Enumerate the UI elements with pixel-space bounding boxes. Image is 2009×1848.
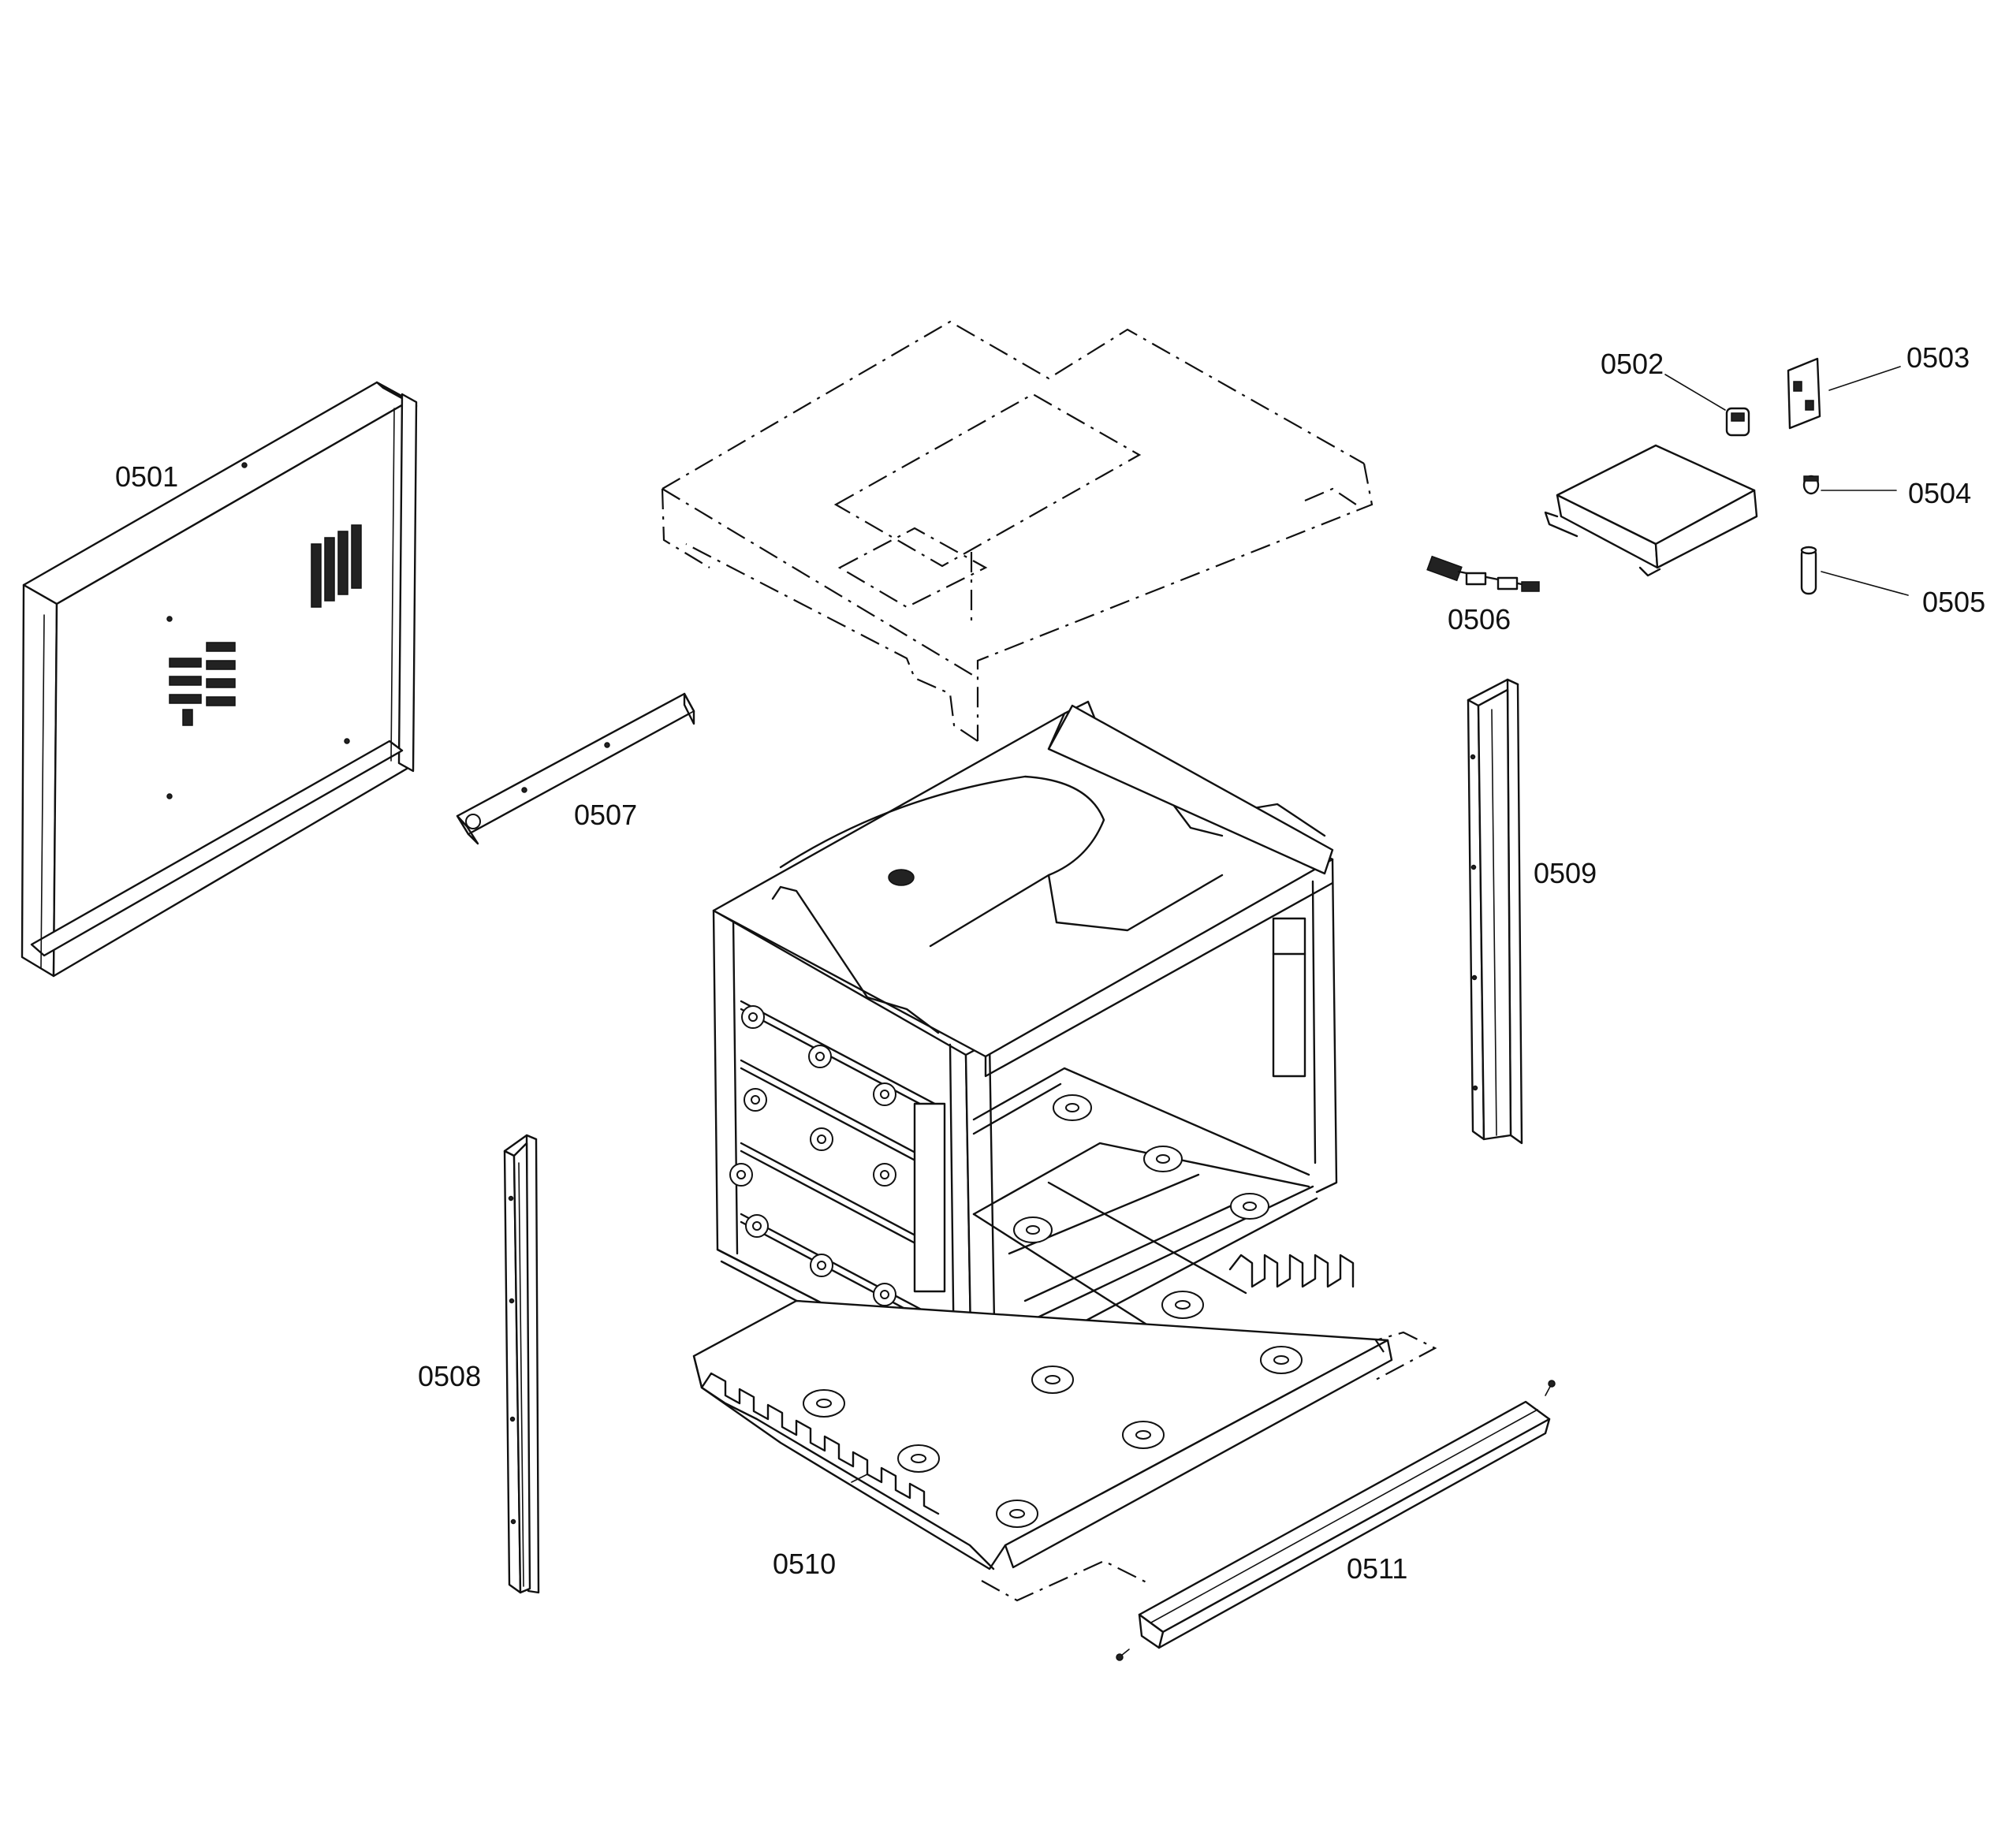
part-0511-front-trim-strip — [1116, 1380, 1556, 1661]
part-0510-bottom-panel — [692, 1254, 1437, 1602]
part-0508-left-side-trim — [503, 1134, 540, 1594]
part-labels: 0501 0502 0503 0504 0505 0506 0507 0508 … — [115, 341, 1985, 1585]
part-0506-wire-harness — [1426, 555, 1540, 592]
part-0502-clip — [1664, 374, 1750, 437]
label-0507: 0507 — [574, 799, 637, 831]
oven-cavity-frame — [712, 700, 1338, 1393]
label-0504: 0504 — [1908, 477, 1971, 509]
part-0504-nut — [1802, 475, 1897, 495]
label-0509: 0509 — [1534, 857, 1597, 889]
label-0508: 0508 — [418, 1360, 481, 1392]
label-0503: 0503 — [1906, 341, 1970, 374]
part-0505-spacer — [1800, 546, 1909, 596]
part-0501-rear-panel — [20, 381, 418, 978]
label-0501: 0501 — [115, 460, 178, 493]
control-bracket-cover — [1544, 444, 1758, 577]
leader-lines — [851, 1474, 868, 1483]
label-0505: 0505 — [1922, 586, 1985, 618]
part-0509-right-side-trim — [1467, 678, 1523, 1145]
vent-slots — [169, 524, 362, 726]
label-0502: 0502 — [1601, 348, 1664, 380]
part-0503-bracket — [1787, 357, 1901, 430]
part-0507-top-support-rail — [456, 692, 695, 845]
bottom-panel-bosses — [803, 1291, 1303, 1528]
label-0506: 0506 — [1448, 603, 1511, 635]
label-0510: 0510 — [773, 1548, 836, 1580]
top-cover-phantom — [661, 320, 1374, 742]
side-wall-bosses — [729, 1005, 896, 1306]
label-0511: 0511 — [1347, 1552, 1407, 1585]
